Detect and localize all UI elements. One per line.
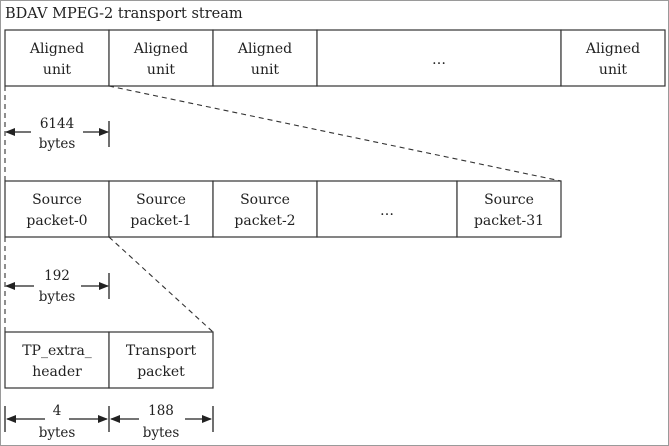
box-label: packet-0 <box>26 213 87 229</box>
aligned-unit-box: Aligned unit <box>212 29 318 87</box>
source-packet-box: Source packet-31 <box>456 180 562 238</box>
source-packets-row: Source packet-0 Source packet-1 Source p… <box>4 180 562 238</box>
box-label: Transport <box>126 343 197 359</box>
box-label: TP_extra_ <box>22 343 92 359</box>
source-packet-box: Source packet-2 <box>212 180 318 238</box>
box-label: Aligned <box>133 41 188 57</box>
dimension-192-bytes: 192 bytes <box>5 268 110 305</box>
dimension-unit: bytes <box>143 425 180 441</box>
zoom-connector-right <box>108 85 562 182</box>
box-label: Aligned <box>237 41 292 57</box>
box-label: packet-2 <box>234 213 295 229</box>
dimension-value: 192 <box>44 268 70 284</box>
diagram-title: BDAV MPEG-2 transport stream <box>5 6 243 22</box>
box-label: unit <box>147 62 176 78</box>
dimension-188-bytes: 188 bytes <box>110 403 214 441</box>
dimension-value: 6144 <box>40 116 74 132</box>
aligned-unit-box: Aligned unit <box>560 29 666 87</box>
dimension-4-bytes: 4 bytes <box>4 403 110 441</box>
box-label: packet-31 <box>474 213 544 229</box>
aligned-units-row: Aligned unit Aligned unit Aligned unit …… <box>4 29 666 87</box>
aligned-unit-box: Aligned unit <box>4 29 110 87</box>
box-label: unit <box>43 62 72 78</box>
box-label: Source <box>240 192 290 208</box>
box-label: packet <box>137 364 185 380</box>
dimension-6144-bytes: 6144 bytes <box>5 116 110 152</box>
dimension-unit: bytes <box>39 289 76 305</box>
box-label: Source <box>136 192 186 208</box>
box-label: unit <box>599 62 628 78</box>
source-packet-box: Source packet-0 <box>4 180 110 238</box>
packet-structure-row: TP_extra_ header Transport packet <box>4 331 214 389</box>
box-label: Source <box>484 192 534 208</box>
dimension-unit: bytes <box>39 425 76 441</box>
dimension-unit: bytes <box>39 136 76 152</box>
source-packet-box: Source packet-1 <box>108 180 214 238</box>
tp-extra-header-box: TP_extra_ header <box>4 331 110 389</box>
dimension-value: 188 <box>148 403 174 419</box>
transport-packet-box: Transport packet <box>108 331 214 389</box>
ellipsis-label: … <box>380 203 394 219</box>
box-label: Source <box>32 192 82 208</box>
aligned-unit-box: Aligned unit <box>108 29 214 87</box>
box-label: unit <box>251 62 280 78</box>
box-label: header <box>32 364 82 380</box>
dimension-value: 4 <box>53 403 62 419</box>
box-label: Aligned <box>29 41 84 57</box>
zoom-connector-right <box>108 236 214 333</box>
box-label: packet-1 <box>130 213 191 229</box>
ellipsis-box: … <box>316 180 458 238</box>
box-label: Aligned <box>585 41 640 57</box>
ellipsis-box: … <box>316 29 562 87</box>
ellipsis-label: … <box>432 52 446 68</box>
